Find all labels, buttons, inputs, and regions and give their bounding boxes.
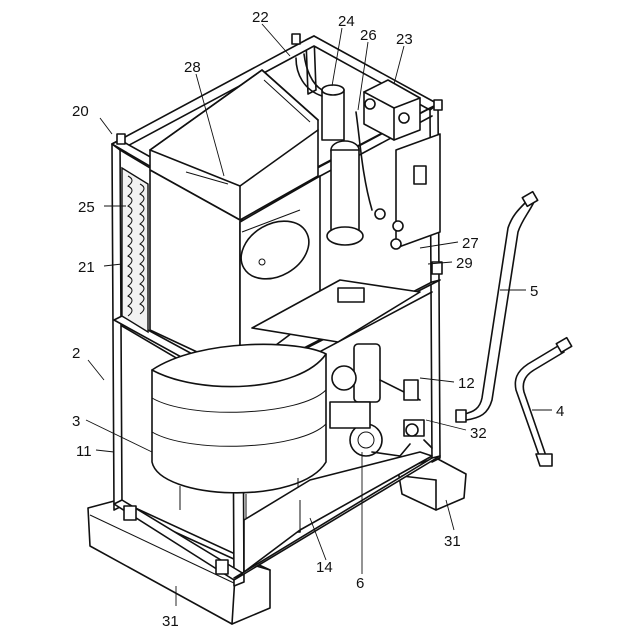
label-28: 28: [184, 59, 201, 76]
valve-group: [404, 380, 432, 448]
label-29: 29: [456, 255, 473, 272]
label-27: 27: [462, 235, 479, 252]
label-31-front: 31: [162, 613, 179, 630]
label-12: 12: [458, 375, 475, 392]
pipe-4: [515, 338, 571, 466]
label-22: 22: [252, 9, 269, 26]
label-11: 11: [76, 443, 92, 460]
label-3: 3: [72, 413, 80, 430]
air-heat-exchanger: [122, 168, 148, 332]
label-24: 24: [338, 13, 355, 30]
label-6: 6: [356, 575, 364, 592]
label-31-rear: 31: [444, 533, 461, 550]
label-14: 14: [316, 559, 333, 576]
label-26: 26: [360, 27, 377, 44]
label-21: 21: [78, 259, 95, 276]
label-4: 4: [556, 403, 564, 420]
label-20: 20: [72, 103, 89, 120]
label-5: 5: [530, 283, 538, 300]
label-2: 2: [72, 345, 80, 362]
control-box: [375, 134, 440, 249]
label-25: 25: [78, 199, 95, 216]
label-32: 32: [470, 425, 487, 442]
label-23: 23: [396, 31, 413, 48]
